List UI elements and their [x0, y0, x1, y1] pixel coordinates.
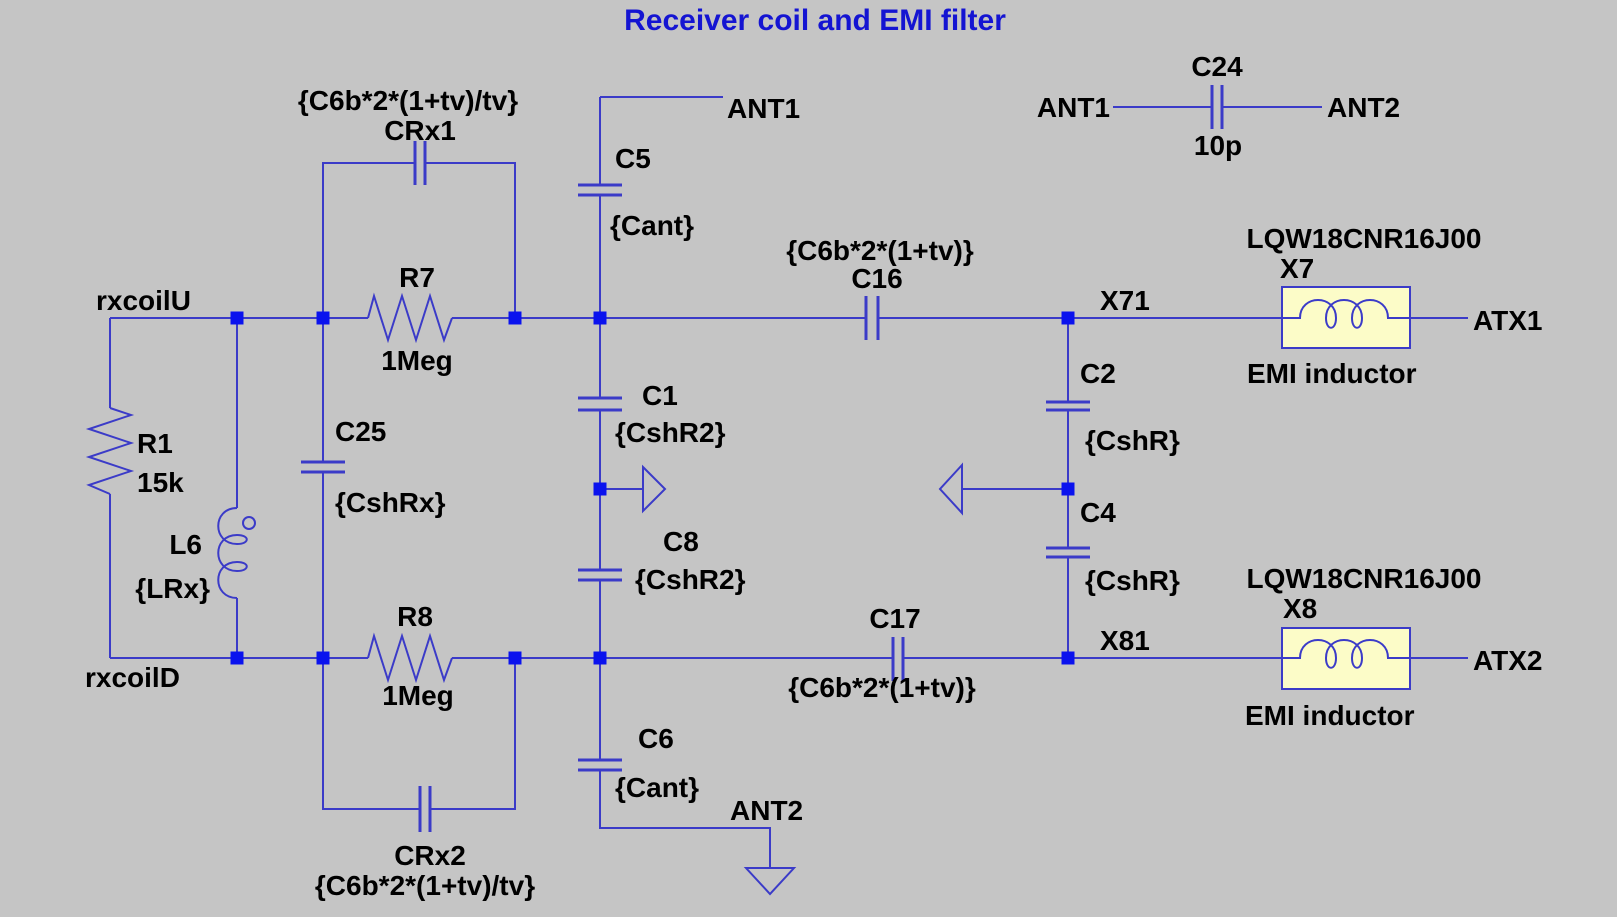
capacitor-C8[interactable]	[578, 568, 622, 582]
ground-icon[interactable]	[743, 867, 797, 896]
junction-dot	[316, 651, 330, 665]
label-c1-value: {CshR2}	[615, 417, 726, 448]
x7-inductor-icon	[1282, 299, 1410, 329]
junction-dot	[1061, 651, 1075, 665]
label-c6-name: C6	[638, 723, 674, 754]
label-x8-part: LQW18CNR16J00	[1247, 563, 1482, 594]
label-x8-name: X8	[1283, 593, 1317, 624]
junction-dot	[508, 651, 522, 665]
junction-dot	[508, 311, 522, 325]
capacitor-C2[interactable]	[1046, 400, 1090, 412]
net-label-ant1-top[interactable]: ANT1	[1037, 92, 1110, 123]
label-c2-name: C2	[1080, 358, 1116, 389]
junction-dot	[316, 311, 330, 325]
capacitor-CRx2[interactable]	[418, 786, 432, 832]
label-r8-name: R8	[397, 601, 433, 632]
capacitor-CRx1[interactable]	[413, 141, 427, 185]
label-l6-name: L6	[169, 529, 202, 560]
net-label-x71[interactable]: X71	[1100, 285, 1150, 316]
wire-crx2-loop[interactable]	[322, 658, 516, 810]
resistor-R7[interactable]	[367, 292, 453, 344]
page-title: Receiver coil and EMI filter	[624, 4, 1006, 37]
label-c24-value: 10p	[1194, 130, 1242, 161]
label-l6-value: {LRx}	[135, 573, 210, 604]
wire-c6-to-ground[interactable]	[599, 770, 771, 868]
label-c5-name: C5	[615, 143, 651, 174]
net-label-atx1[interactable]: ATX1	[1473, 305, 1543, 336]
label-r7-name: R7	[399, 262, 435, 293]
label-r1-value: 15k	[137, 467, 184, 498]
capacitor-C24[interactable]	[1210, 85, 1224, 129]
capacitor-C25[interactable]	[301, 460, 345, 474]
label-r8-value: 1Meg	[382, 680, 454, 711]
subcircuit-X7[interactable]	[1281, 286, 1411, 349]
junction-dot	[593, 482, 607, 496]
label-c8-name: C8	[663, 526, 699, 557]
capacitor-C16[interactable]	[864, 296, 880, 340]
label-c16-value: {C6b*2*(1+tv)}	[786, 235, 974, 266]
label-c24-name: C24	[1191, 51, 1243, 82]
label-x7-caption: EMI inductor	[1247, 358, 1417, 389]
resistor-R8[interactable]	[367, 632, 453, 684]
junction-dot	[593, 311, 607, 325]
inductor-L6[interactable]	[217, 507, 256, 599]
capacitor-C1[interactable]	[578, 396, 622, 412]
net-label-x81[interactable]: X81	[1100, 625, 1150, 656]
label-c17-name: C17	[869, 603, 920, 634]
label-r7-value: 1Meg	[381, 345, 453, 376]
x8-inductor-icon	[1282, 639, 1410, 669]
junction-dot	[1061, 482, 1075, 496]
label-c1-name: C1	[642, 380, 678, 411]
net-label-ant2-center[interactable]: ANT2	[730, 795, 803, 826]
label-c4-name: C4	[1080, 497, 1116, 528]
label-x8-caption: EMI inductor	[1245, 700, 1415, 731]
label-c17-value: {C6b*2*(1+tv)}	[788, 672, 976, 703]
label-c25-name: C25	[335, 416, 386, 447]
label-x7-part: LQW18CNR16J00	[1247, 223, 1482, 254]
label-r1-name: R1	[137, 428, 173, 459]
capacitor-C4[interactable]	[1046, 546, 1090, 559]
net-label-rxcoilD[interactable]: rxcoilD	[85, 662, 180, 693]
net-label-ant1-center[interactable]: ANT1	[727, 93, 800, 124]
junction-dot	[230, 651, 244, 665]
resistor-R1[interactable]	[85, 407, 135, 495]
subcircuit-X8[interactable]	[1281, 627, 1411, 690]
label-c25-value: {CshRx}	[335, 487, 446, 518]
label-crx1-value: {C6b*2*(1+tv)/tv}	[298, 85, 518, 116]
label-c6-value: {Cant}	[615, 772, 699, 803]
label-crx2-value: {C6b*2*(1+tv)/tv}	[315, 870, 535, 901]
wire-ant1-stub[interactable]	[599, 96, 723, 185]
wire-crx1-loop[interactable]	[322, 162, 516, 318]
capacitor-C5[interactable]	[578, 183, 622, 197]
junction-dot	[593, 651, 607, 665]
label-crx2-name: CRx2	[394, 840, 466, 871]
junction-dot	[1061, 311, 1075, 325]
junction-dot	[230, 311, 244, 325]
label-c4-value: {CshR}	[1085, 565, 1180, 596]
label-crx1-name: CRx1	[384, 115, 456, 146]
net-label-ant2-top[interactable]: ANT2	[1327, 92, 1400, 123]
net-label-rxcoilU[interactable]: rxcoilU	[96, 285, 191, 316]
label-x7-name: X7	[1280, 253, 1314, 284]
label-c16-name: C16	[851, 263, 902, 294]
capacitor-C17[interactable]	[891, 637, 905, 681]
port-flag-left-icon[interactable]	[938, 462, 963, 516]
port-flag-right-icon[interactable]	[642, 464, 667, 514]
label-c2-value: {CshR}	[1085, 425, 1180, 456]
label-c8-value: {CshR2}	[635, 564, 746, 595]
capacitor-C6[interactable]	[578, 758, 622, 772]
net-label-atx2[interactable]: ATX2	[1473, 645, 1543, 676]
label-c5-value: {Cant}	[610, 210, 694, 241]
phase-dot-icon	[242, 516, 256, 530]
